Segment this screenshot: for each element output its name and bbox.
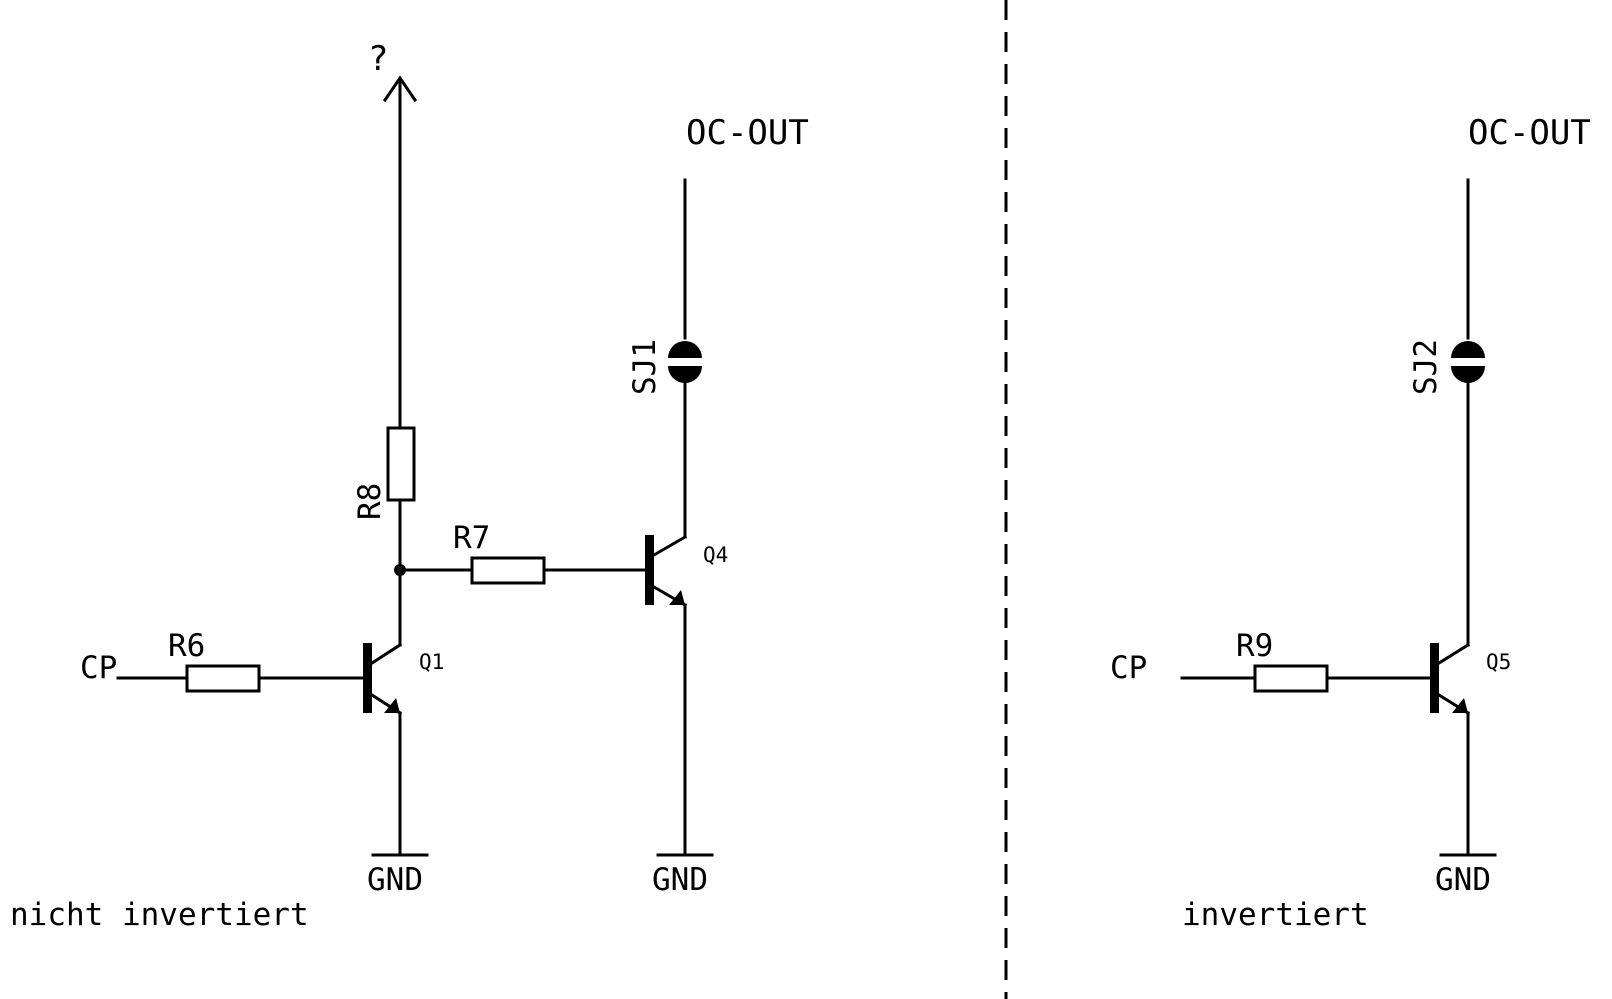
caption-right: invertiert <box>1182 897 1369 933</box>
resistor-r7 <box>470 556 546 585</box>
resistor-r6 <box>185 664 261 693</box>
cp-left-label: CP <box>80 650 117 686</box>
transistor-q5 <box>1430 642 1471 716</box>
q1-label: Q1 <box>419 650 444 674</box>
solder-jumper-sj1 <box>668 341 702 383</box>
gnd-q5-label: GND <box>1435 862 1491 898</box>
cp-right-label: CP <box>1110 650 1147 686</box>
r7-label: R7 <box>453 520 490 556</box>
gnd-q4-label: GND <box>652 862 708 898</box>
r9-label: R9 <box>1236 628 1273 664</box>
q4-label: Q4 <box>703 543 728 567</box>
transistor-q4 <box>645 534 688 608</box>
q5-label: Q5 <box>1486 650 1511 674</box>
caption-left: nicht invertiert <box>10 897 309 933</box>
transistor-q1 <box>363 642 403 716</box>
r6-label: R6 <box>168 628 205 664</box>
solder-jumper-sj2 <box>1451 341 1485 383</box>
sj2-label: SJ2 <box>1408 339 1444 395</box>
resistor-r8 <box>386 426 416 502</box>
supply-arrow <box>382 75 418 432</box>
oc-out-right-label: OC-OUT <box>1468 113 1591 153</box>
oc-out-left-label: OC-OUT <box>686 113 809 153</box>
gnd-q1-label: GND <box>367 862 423 898</box>
r8-label: R8 <box>352 483 388 520</box>
sj1-label: SJ1 <box>627 339 663 395</box>
resistor-r9 <box>1253 664 1329 693</box>
supply-question-label: ? <box>368 39 388 79</box>
